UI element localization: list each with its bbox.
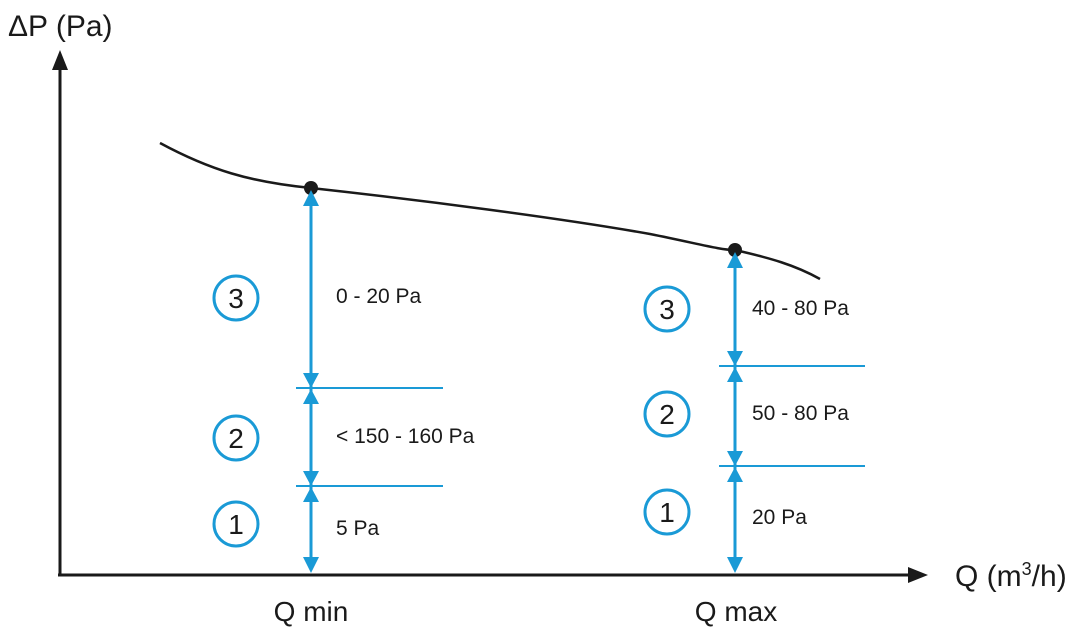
operating-point-qmax [728, 243, 742, 257]
zone-label-2: 50 - 80 Pa [752, 402, 849, 425]
x-tick-qmin: Q min [274, 596, 349, 627]
zone-label-1: 20 Pa [752, 506, 807, 529]
zone-circle-3 [212, 274, 260, 322]
zone-circle-1 [212, 500, 260, 548]
zone-number-3: 3 [228, 283, 244, 314]
zone-number-3: 3 [659, 294, 675, 325]
qmin-arrow-upper-down [303, 373, 319, 388]
operating-point-qmin [304, 181, 318, 195]
zone-circle-2 [643, 390, 691, 438]
zone-number-1: 1 [228, 509, 244, 540]
qmax-arrow-top [727, 252, 743, 268]
qmin-arrow-bottom [303, 557, 319, 573]
qmax-arrow-upper-up [727, 367, 743, 382]
zone-number-2: 2 [228, 423, 244, 454]
zone-circle-2 [212, 414, 260, 462]
qmax-arrow-lower-up [727, 467, 743, 482]
zone-number-1: 1 [659, 497, 675, 528]
zone-label-3: 0 - 20 Pa [336, 285, 422, 308]
y-axis-title: ΔP (Pa) [8, 10, 113, 43]
qmin-column: 3 2 1 0 - 20 Pa < 150 - 160 Pa 5 Pa [212, 190, 475, 573]
zone-circle-1 [643, 488, 691, 536]
y-axis-arrowhead [52, 50, 68, 70]
zone-circle-3 [643, 285, 691, 333]
qmin-arrow-lower-up [303, 487, 319, 502]
qmin-arrow-top [303, 190, 319, 206]
zone-label-2: < 150 - 160 Pa [336, 425, 475, 448]
zone-label-3: 40 - 80 Pa [752, 297, 849, 320]
fan-curve [159, 141, 821, 281]
qmin-arrow-lower-down [303, 471, 319, 486]
zone-label-1: 5 Pa [336, 517, 380, 540]
qmax-column: 3 2 1 40 - 80 Pa 50 - 80 Pa 20 Pa [643, 252, 865, 573]
x-tick-qmax: Q max [695, 596, 777, 627]
x-axis-title: Q (m3/h) [955, 559, 1067, 593]
zone-number-2: 2 [659, 399, 675, 430]
qmax-arrow-bottom [727, 557, 743, 573]
x-axis-arrowhead [908, 567, 928, 583]
qmax-arrow-upper-down [727, 351, 743, 366]
qmax-arrow-lower-down [727, 451, 743, 466]
qmin-arrow-upper-up [303, 389, 319, 404]
